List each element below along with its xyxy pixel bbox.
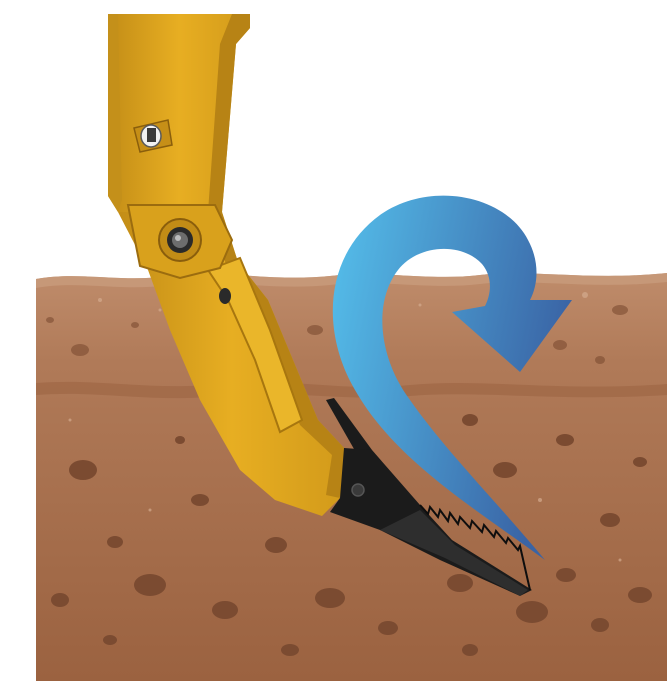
bolt-icon	[159, 219, 201, 261]
